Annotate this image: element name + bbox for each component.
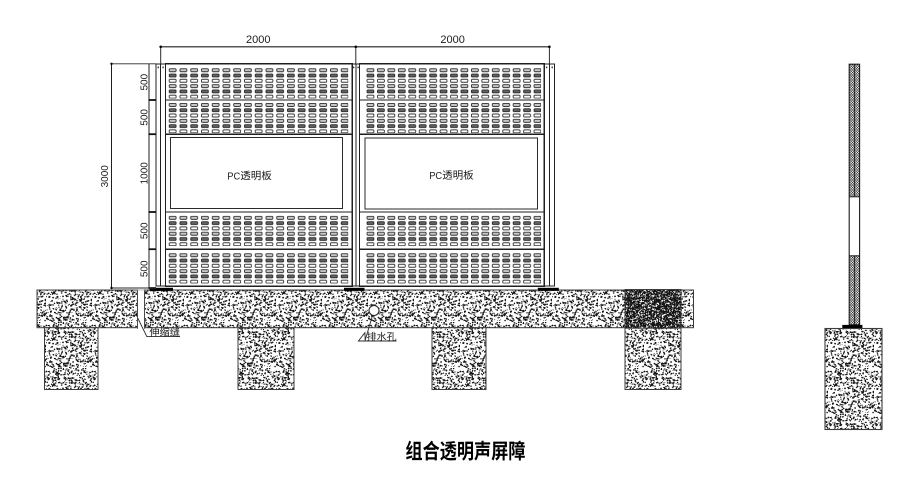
svg-text:500: 500 [139,222,150,239]
svg-text:1000: 1000 [139,162,150,185]
svg-text:500: 500 [139,73,150,90]
svg-text:2000: 2000 [440,34,464,46]
svg-text:500: 500 [139,260,150,277]
svg-text:3000: 3000 [100,165,111,188]
svg-text:PC: PC [429,170,442,182]
svg-text:500: 500 [139,109,150,126]
svg-text:PC: PC [227,170,240,182]
svg-text:2000: 2000 [246,34,270,46]
